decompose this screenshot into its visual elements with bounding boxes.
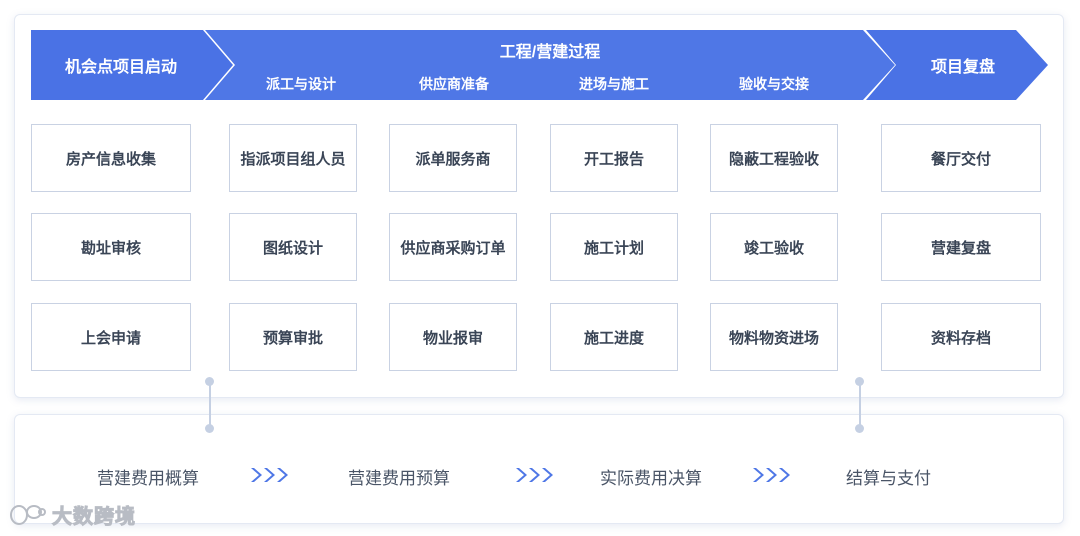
- triple-chevron-icon: [516, 468, 553, 482]
- step-box: 预算审批: [229, 303, 357, 371]
- step-box: 图纸设计: [229, 213, 357, 281]
- banner-project-start-label: 机会点项目启动: [64, 59, 177, 76]
- step-box: 物料物资进场: [710, 303, 838, 371]
- banner-engineering-process: 工程/营建过程 派工与设计 供应商准备 进场与施工 验收与交接: [205, 30, 895, 100]
- triple-chevron-icon: [753, 468, 790, 482]
- connector-line: [209, 383, 211, 429]
- watermark: 大数跨境: [8, 500, 136, 529]
- connector-dot: [205, 424, 214, 433]
- step-box: 开工报告: [550, 124, 678, 192]
- step-box: 上会申请: [31, 303, 191, 371]
- step-box: 竣工验收: [710, 213, 838, 281]
- flow-step-settlement: 结算与支付: [846, 469, 931, 488]
- phase-label-entry-construction: 进场与施工: [579, 76, 649, 92]
- phase-label-acceptance-handover: 验收与交接: [739, 76, 809, 92]
- step-box: 隐蔽工程验收: [710, 124, 838, 192]
- flow-step-final-accounts: 实际费用决算: [600, 469, 702, 488]
- flow-step-budget: 营建费用预算: [348, 469, 450, 488]
- step-box: 派单服务商: [389, 124, 517, 192]
- step-box: 供应商采购订单: [389, 213, 517, 281]
- flow-step-estimate: 营建费用概算: [97, 469, 199, 488]
- phase-label-supplier-prep: 供应商准备: [419, 76, 489, 92]
- watermark-text: 大数跨境: [52, 506, 136, 529]
- cost-flow-panel: [14, 414, 1064, 524]
- connector-dot: [205, 377, 214, 386]
- banner-project-review-label: 项目复盘: [930, 59, 995, 76]
- step-box: 施工计划: [550, 213, 678, 281]
- banner-project-review: 项目复盘: [866, 30, 1048, 100]
- step-box: 勘址审核: [31, 213, 191, 281]
- watermark-logo-icon: [10, 504, 46, 525]
- banner-project-start: 机会点项目启动: [31, 30, 233, 100]
- step-box: 指派项目组人员: [229, 124, 357, 192]
- phase-label-dispatch-design: 派工与设计: [266, 76, 336, 92]
- step-box: 营建复盘: [881, 213, 1041, 281]
- banner-engineering-title: 工程/营建过程: [499, 44, 601, 61]
- connector-dot: [855, 377, 864, 386]
- step-box: 物业报审: [389, 303, 517, 371]
- step-box: 房产信息收集: [31, 124, 191, 192]
- step-box: 资料存档: [881, 303, 1041, 371]
- connector-dot: [855, 424, 864, 433]
- triple-chevron-icon: [251, 468, 288, 482]
- connector-line: [859, 383, 861, 429]
- step-box: 施工进度: [550, 303, 678, 371]
- step-box: 餐厅交付: [881, 124, 1041, 192]
